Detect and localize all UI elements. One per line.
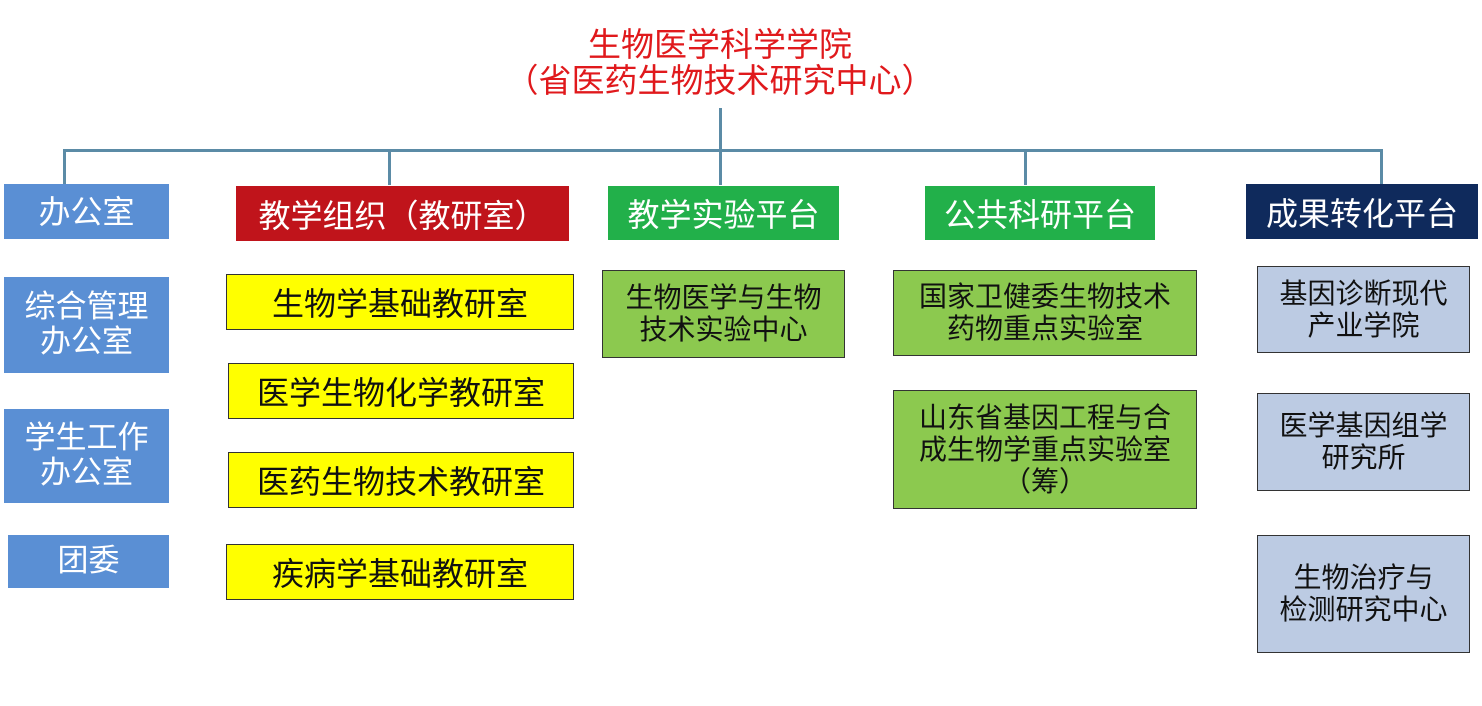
org-title: 生物医学科学学院 [588, 25, 852, 64]
teaching-item-medical-biochem: 医学生物化学教研室 [228, 363, 574, 419]
office-item-general-admin: 综合管理 办公室 [4, 277, 169, 373]
achievement-item-genomics-institute: 医学基因组学 研究所 [1257, 393, 1470, 491]
connector-drop-office [63, 149, 66, 185]
org-subtitle: （省医药生物技术研究中心） [505, 61, 935, 100]
header-office: 办公室 [4, 184, 169, 239]
connector-drop-teaching [388, 149, 391, 185]
connector-drop-achievement [1380, 149, 1383, 185]
header-research: 公共科研平台 [925, 186, 1155, 240]
header-achievement: 成果转化平台 [1246, 184, 1478, 239]
connector-trunk [719, 108, 722, 151]
teaching-item-biology-basics: 生物学基础教研室 [226, 274, 574, 330]
achievement-item-industry-college: 基因诊断现代 产业学院 [1257, 266, 1470, 353]
header-teaching: 教学组织（教研室） [236, 186, 569, 241]
teaching-item-disease-basics: 疾病学基础教研室 [226, 544, 574, 600]
header-experiment: 教学实验平台 [608, 186, 839, 240]
connector-drop-experiment [719, 149, 722, 185]
office-item-youth-league: 团委 [8, 535, 169, 588]
connector-drop-research [1024, 149, 1027, 185]
achievement-item-therapy-center: 生物治疗与 检测研究中心 [1257, 535, 1470, 653]
connector-horizontal [63, 149, 1383, 152]
office-item-student-affairs: 学生工作 办公室 [4, 409, 169, 503]
research-item-national-lab: 国家卫健委生物技术 药物重点实验室 [893, 270, 1197, 356]
teaching-item-pharma-biotech: 医药生物技术教研室 [228, 452, 574, 508]
research-item-provincial-lab: 山东省基因工程与合 成生物学重点实验室 （筹） [893, 390, 1197, 509]
experiment-item-biomed-center: 生物医学与生物 技术实验中心 [602, 270, 845, 358]
